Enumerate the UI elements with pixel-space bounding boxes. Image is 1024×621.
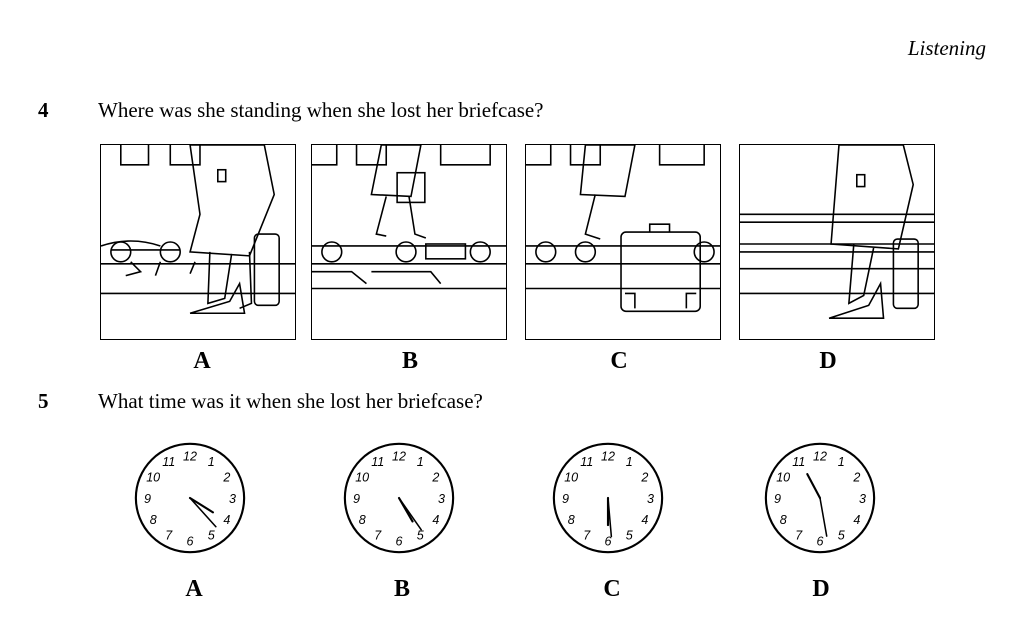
q5-option-b-label: B — [393, 576, 410, 602]
clock-numeral: 6 — [817, 534, 824, 548]
clock-face — [764, 442, 876, 554]
clock-numeral: 4 — [223, 513, 230, 527]
q4-option-b-image[interactable] — [311, 144, 507, 340]
clock-numeral: 6 — [605, 534, 612, 548]
q4-option-c-label: C — [610, 348, 628, 374]
clock-numeral: 8 — [359, 513, 366, 527]
clock-numeral: 8 — [568, 513, 575, 527]
clock-numeral: 5 — [208, 529, 216, 543]
clock-numeral: 2 — [431, 471, 439, 485]
clock-numeral: 9 — [562, 492, 569, 506]
clock-numeral: 4 — [641, 513, 648, 527]
clock-face — [134, 442, 246, 554]
q4-option-d-image[interactable] — [739, 144, 935, 340]
clock-numeral: 11 — [792, 455, 805, 469]
section-header: Listening — [907, 36, 986, 60]
clock-numeral: 10 — [146, 471, 160, 485]
clock-numeral: 12 — [392, 449, 406, 463]
question-4-text: Where was she standing when she lost her… — [98, 98, 544, 122]
clock-numeral: 11 — [371, 455, 384, 469]
clock-numeral: 8 — [150, 513, 157, 527]
clock-numeral: 7 — [583, 529, 591, 543]
q5-option-c-label: C — [603, 576, 621, 602]
clock-numeral: 10 — [564, 471, 578, 485]
clock-numeral: 3 — [647, 492, 654, 506]
minute-hand — [607, 497, 613, 538]
clock-numeral: 4 — [432, 513, 439, 527]
clock-numeral: 7 — [795, 529, 803, 543]
q4-option-c-image[interactable] — [525, 144, 721, 340]
clock-numeral: 12 — [813, 449, 827, 463]
question-5-text: What time was it when she lost her brief… — [98, 389, 483, 413]
clock-numeral: 9 — [144, 492, 151, 506]
clock-numeral: 7 — [165, 529, 173, 543]
minute-hand — [189, 497, 217, 528]
q4-option-a-image[interactable] — [100, 144, 296, 340]
clock-numeral: 1 — [838, 455, 845, 469]
clock-numeral: 1 — [208, 455, 215, 469]
clock-numeral: 3 — [229, 492, 236, 506]
hour-hand — [806, 473, 822, 500]
clock-numeral: 2 — [222, 471, 230, 485]
hour-hand — [188, 496, 215, 514]
clock-numeral: 9 — [353, 492, 360, 506]
clock-numeral: 5 — [626, 529, 634, 543]
clock-numeral: 4 — [853, 513, 860, 527]
q4-option-b-label: B — [401, 348, 418, 374]
clock-numeral: 10 — [776, 471, 790, 485]
question-4-number: 4 — [38, 98, 49, 122]
clock-numeral: 2 — [852, 471, 860, 485]
clock-numeral: 9 — [774, 492, 781, 506]
clock-numeral: 1 — [417, 455, 424, 469]
question-5-number: 5 — [38, 389, 49, 413]
clock-numeral: 3 — [859, 492, 866, 506]
clock-numeral: 11 — [162, 455, 175, 469]
clock-numeral: 12 — [601, 449, 615, 463]
clock-numeral: 6 — [396, 534, 403, 548]
clock-numeral: 5 — [838, 529, 846, 543]
clock-numeral: 7 — [374, 529, 382, 543]
clock-numeral: 11 — [580, 455, 593, 469]
q4-option-a-label: A — [193, 348, 211, 374]
clock-numeral: 3 — [438, 492, 445, 506]
clock-numeral: 10 — [355, 471, 369, 485]
minute-hand — [819, 497, 828, 537]
q5-option-d-label: D — [812, 576, 830, 602]
clock-face — [552, 442, 664, 554]
clock-numeral: 5 — [417, 529, 425, 543]
minute-hand — [398, 497, 422, 531]
q4-option-d-label: D — [819, 348, 837, 374]
clock-numeral: 6 — [187, 534, 194, 548]
clock-numeral: 2 — [640, 471, 648, 485]
clock-numeral: 8 — [780, 513, 787, 527]
q5-option-a-label: A — [185, 576, 203, 602]
clock-face — [343, 442, 455, 554]
clock-numeral: 12 — [183, 449, 197, 463]
clock-numeral: 1 — [626, 455, 633, 469]
